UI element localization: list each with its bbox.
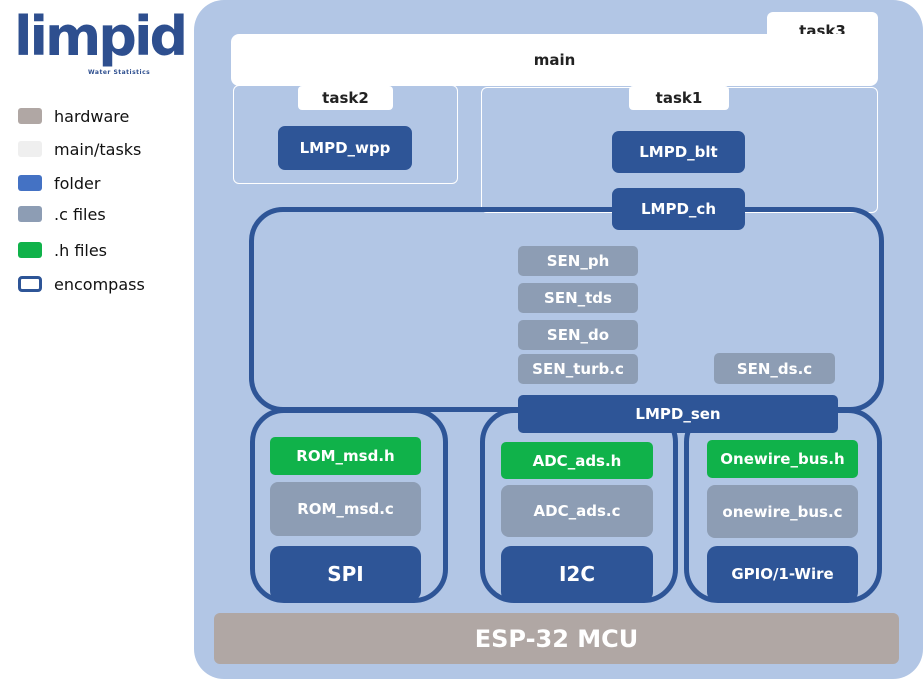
legend-swatch-encompass — [18, 276, 42, 292]
onewire-bus-h-label: Onewire_bus.h — [720, 450, 845, 468]
legend-label: .c files — [54, 204, 106, 224]
task2-region — [233, 85, 458, 184]
rom-msd-c-file: ROM_msd.c — [270, 482, 421, 536]
legend-label: folder — [54, 173, 101, 193]
legend-label: hardware — [54, 106, 130, 126]
i2c-label: I2C — [558, 562, 596, 586]
gpio-label: GPIO/1-Wire — [731, 565, 834, 583]
i2c-folder: I2C — [501, 546, 653, 602]
spi-label: SPI — [327, 561, 364, 586]
legend-item-h-files: .h files — [18, 239, 107, 261]
onewire-bus-c-label: onewire_bus.c — [722, 502, 843, 521]
legend-swatch-folder — [18, 175, 42, 191]
lmpd-blt-folder: LMPD_blt — [612, 131, 745, 173]
legend-swatch-hardware — [18, 108, 42, 124]
sen-tds-label: SEN_tds — [544, 289, 612, 307]
sen-ds-label: SEN_ds.c — [736, 359, 813, 378]
logo-subtitle: Water Statistics — [88, 69, 151, 76]
adc-ads-h-label: ADC_ads.h — [532, 451, 622, 470]
rom-msd-c-label: ROM_msd.c — [297, 500, 394, 518]
lmpd-ch-label: LMPD_ch — [641, 200, 716, 218]
legend-label: main/tasks — [54, 139, 142, 159]
lmpd-wpp-folder: LMPD_wpp — [278, 126, 412, 170]
sen-tds-file: SEN_tds — [518, 283, 638, 313]
task1-label: task1 — [655, 89, 703, 107]
legend-item-main-tasks: main/tasks — [18, 138, 141, 160]
sen-do-file: SEN_do — [518, 320, 638, 350]
lmpd-ch-folder: LMPD_ch — [612, 188, 745, 230]
logo: limpid Water Statistics — [14, 5, 188, 82]
adc-ads-c-label: ADC_ads.c — [533, 502, 621, 520]
rom-msd-h-file: ROM_msd.h — [270, 437, 421, 475]
legend-item-encompass: encompass — [18, 273, 145, 295]
main-box: main — [231, 34, 878, 86]
adc-ads-c-file: ADC_ads.c — [501, 485, 653, 537]
sen-turb-file: SEN_turb.c — [518, 354, 638, 384]
legend-swatch-h-files — [18, 242, 42, 258]
legend-item-folder: folder — [18, 172, 100, 194]
lmpd-sen-folder: LMPD_sen — [518, 395, 838, 433]
legend-swatch-c-files — [18, 206, 42, 222]
sen-turb-label: SEN_turb.c — [532, 360, 624, 378]
main-label: main — [533, 51, 576, 69]
lmpd-wpp-label: LMPD_wpp — [299, 139, 391, 157]
esp32-mcu-label: ESP-32 MCU — [474, 624, 639, 653]
spi-folder: SPI — [270, 546, 421, 601]
lmpd-sen-label: LMPD_sen — [635, 405, 721, 423]
legend-swatch-main-tasks — [18, 141, 42, 157]
task2-box: task2 — [298, 86, 393, 110]
legend-label: encompass — [54, 274, 145, 294]
adc-ads-h-file: ADC_ads.h — [501, 442, 653, 479]
sen-ds-file: SEN_ds.c — [714, 353, 835, 384]
onewire-bus-h-file: Onewire_bus.h — [707, 440, 858, 478]
task1-box: task1 — [629, 86, 729, 110]
logo-text: limpid — [14, 5, 188, 68]
sen-do-label: SEN_do — [546, 326, 610, 344]
legend-label: .h files — [54, 240, 108, 260]
gpio-folder: GPIO/1-Wire — [707, 546, 858, 602]
onewire-bus-c-file: onewire_bus.c — [707, 485, 858, 538]
sen-ph-label: SEN_ph — [546, 252, 610, 270]
legend-item-hardware: hardware — [18, 105, 129, 127]
esp32-mcu-hardware: ESP-32 MCU — [214, 613, 899, 664]
sen-ph-file: SEN_ph — [518, 246, 638, 276]
lmpd-blt-label: LMPD_blt — [639, 143, 718, 161]
rom-msd-h-label: ROM_msd.h — [296, 447, 395, 465]
task2-label: task2 — [322, 89, 369, 107]
legend-item-c-files: .c files — [18, 203, 106, 225]
